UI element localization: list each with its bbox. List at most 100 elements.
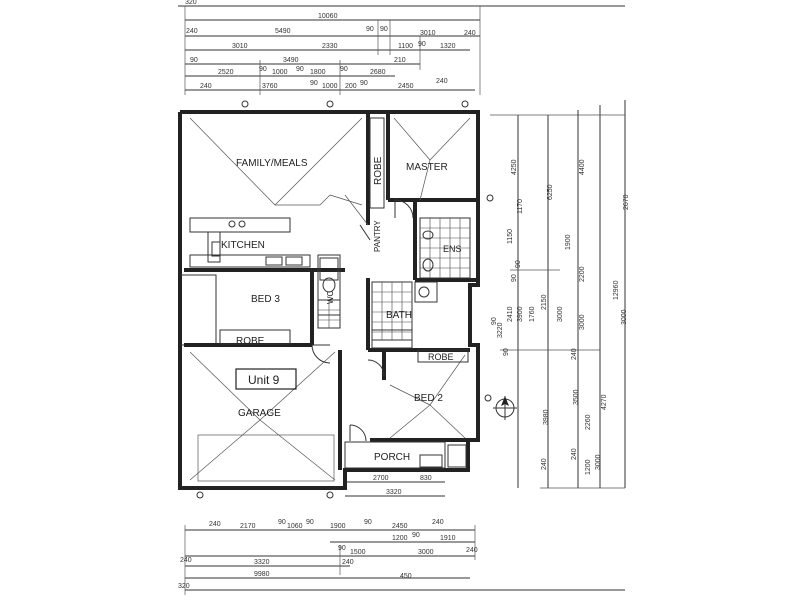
room-label-wc: WC: [326, 290, 335, 304]
dim-right-far-3: 4270: [601, 394, 608, 410]
dim-right-inner-5: 3900: [517, 306, 524, 322]
dim-right-inner-6: 90: [515, 260, 522, 268]
dim-right-far-2: 3000: [621, 309, 628, 325]
dim-top-r4-3: 90: [418, 41, 426, 48]
dim-right-outer-5: 240: [571, 348, 578, 360]
dim-top-r4-4: 1320: [440, 43, 456, 50]
room-labels: FAMILY/MEALS MASTER ROBE PANTRY ENS KITC…: [221, 156, 462, 463]
dim-right-inner-4: 90: [503, 348, 510, 356]
dim-bot-b5-2: 90: [338, 545, 346, 552]
toilet-icon: [317, 257, 341, 329]
dim-bot-b3-0: 240: [209, 521, 221, 528]
dim-right-mid-2: 2150: [541, 294, 548, 310]
dim-bot-b1-1: 830: [420, 475, 432, 482]
dim-top-r3-2: 90: [366, 26, 374, 33]
room-label-garage: GARAGE: [238, 408, 281, 419]
dim-bot-b3-4: 90: [306, 519, 314, 526]
unit-label: Unit 9: [248, 373, 280, 387]
dim-bot-b3-8: 240: [432, 519, 444, 526]
robes: [219, 117, 469, 363]
dim-right-outer-1: 4400: [579, 159, 586, 175]
dim-bot-b4-1: 90: [412, 532, 420, 539]
room-label-kitchen: KITCHEN: [221, 240, 265, 251]
bottom-dimensions: 2700 830 3320 240 2170 90 1060 90 1900 9…: [178, 475, 625, 595]
dim-top-r6-0: 2520: [218, 69, 234, 76]
dim-top-r6-3: 90: [296, 66, 304, 73]
room-label-ens: ENS: [443, 244, 462, 254]
dim-top-r1-0: 320: [185, 0, 197, 6]
dim-top-r7-4: 200: [345, 83, 357, 90]
dim-right-mid-3: 3000: [557, 306, 564, 322]
dim-top-r3-0: 240: [186, 28, 198, 35]
dim-bot-b3-5: 1900: [330, 523, 346, 530]
room-label-robe-master: ROBE: [373, 156, 384, 185]
dim-bot-b6-1: 240: [342, 559, 354, 566]
sink-icon: [265, 256, 303, 266]
dim-top-r6-2: 1000: [272, 69, 288, 76]
dim-right-mid-4: 3980: [543, 409, 550, 425]
kitchen-benches: [189, 217, 341, 316]
room-label-porch: PORCH: [374, 452, 410, 463]
dim-bot-b5-0: 240: [180, 557, 192, 564]
dim-bot-b5-1: 1500: [350, 549, 366, 556]
dim-bot-b3-2: 90: [278, 519, 286, 526]
dim-right-outer-0: 6250: [547, 184, 554, 200]
dim-top-r7-6: 2450: [398, 83, 414, 90]
dim-bot-b3-7: 2450: [392, 523, 408, 530]
dim-top-r6-5: 90: [340, 66, 348, 73]
bathroom-tiles: [371, 281, 438, 349]
dim-right-mid-5: 240: [541, 458, 548, 470]
dim-top-r4-0: 3010: [232, 43, 248, 50]
roof-lines: [189, 117, 471, 482]
dim-bot-b4-0: 1200: [392, 535, 408, 542]
dim-right-outer-4: 3500: [573, 389, 580, 405]
dim-top-r5-2: 210: [394, 57, 406, 64]
dim-top-r7-1: 3760: [262, 83, 278, 90]
dim-bot-b3-3: 1060: [287, 523, 303, 530]
dim-right-mid-0: 4250: [511, 159, 518, 175]
dim-top-r6-6: 2680: [370, 69, 386, 76]
dim-top-r5-0: 90: [190, 57, 198, 64]
dim-bot-b3-1: 2170: [240, 523, 256, 530]
dim-right-outer-7: 2260: [585, 414, 592, 430]
dim-right-outer-3: 2200: [579, 266, 586, 282]
dim-top-r4-1: 2330: [322, 43, 338, 50]
dim-bot-b6-0: 3320: [254, 559, 270, 566]
room-label-pantry: PANTRY: [373, 220, 382, 252]
room-label-bed2: BED 2: [414, 393, 443, 404]
dim-right-far-1: 12960: [613, 280, 620, 300]
top-dimensions: 320 10060 240 5490 90 90 3010 240 3010 2…: [178, 0, 625, 95]
dim-top-r7-7: 240: [436, 78, 448, 85]
room-label-family-meals: FAMILY/MEALS: [236, 158, 308, 169]
dim-bot-b7-0: 9980: [254, 571, 270, 578]
dim-top-r3-4: 3010: [420, 30, 436, 37]
dim-bot-b5-4: 240: [466, 547, 478, 554]
dim-bot-b2-0: 3320: [386, 489, 402, 496]
dim-right-outer-2: 1900: [565, 234, 572, 250]
dim-top-r7-0: 240: [200, 83, 212, 90]
north-arrow-icon: [493, 396, 517, 420]
basin-icon: [422, 230, 434, 272]
right-dimensions: 90 3220 90 2410 90 3900 90 1150 1170 425…: [490, 100, 630, 489]
cooktop-icon: [228, 220, 246, 228]
dim-right-inner-1: 3220: [497, 322, 504, 338]
dim-right-inner-2: 90: [511, 274, 518, 282]
dim-top-r3-3: 90: [380, 26, 388, 33]
dim-top-r7-5: 90: [360, 80, 368, 87]
dim-right-inner-3: 2410: [507, 306, 514, 322]
door-swing-icon: [311, 199, 414, 442]
dim-right-outer-6: 3000: [579, 314, 586, 330]
room-label-robe-bed3: ROBE: [236, 336, 265, 347]
dim-right-inner-0: 90: [491, 317, 498, 325]
dim-bot-b8-1: 450: [400, 573, 412, 580]
dim-right-outer-8: 240: [571, 448, 578, 460]
dim-bot-b8-0: 320: [178, 583, 190, 590]
dim-top-r3-1: 5490: [275, 28, 291, 35]
dim-bot-b4-2: 1910: [440, 535, 456, 542]
dim-top-r3-5: 240: [464, 30, 476, 37]
room-label-master: MASTER: [406, 162, 448, 173]
dim-top-r2-0: 10060: [318, 13, 338, 20]
building-walls: [178, 110, 480, 490]
room-label-robe-bed2: ROBE: [428, 352, 454, 362]
